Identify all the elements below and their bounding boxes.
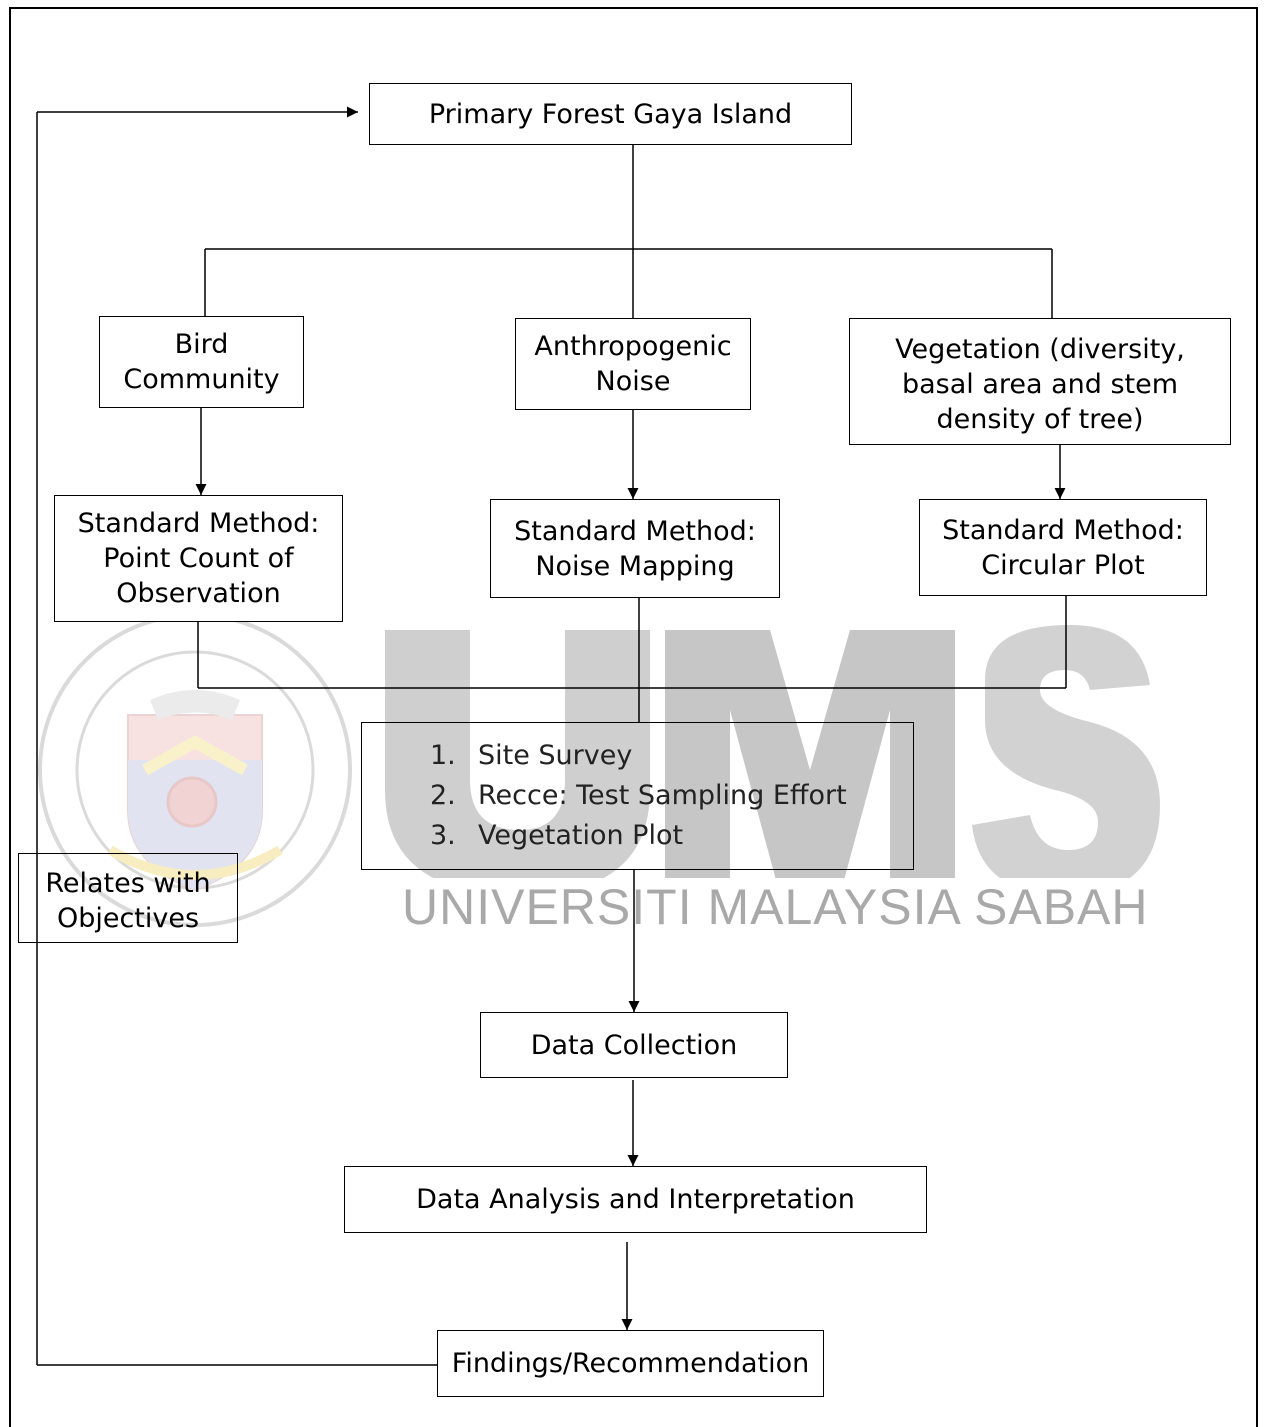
step-item: 2.Recce: Test Sampling Effort	[430, 780, 847, 811]
label-relates-objectives: Relates with Objectives	[45, 868, 211, 934]
box-method-point-count: Standard Method: Point Count of Observat…	[54, 495, 343, 622]
box-method-noise-mapping: Standard Method: Noise Mapping	[490, 499, 780, 598]
box-method-circular-plot: Standard Method: Circular Plot	[919, 499, 1207, 596]
box-data-analysis: Data Analysis and Interpretation	[344, 1166, 927, 1233]
box-data-collection: Data Collection	[480, 1012, 788, 1078]
step-item: 3.Vegetation Plot	[430, 820, 684, 851]
box-relates-objectives: Relates with Objectives	[18, 853, 238, 943]
label-bird-community: Bird Community	[123, 329, 280, 395]
label-data-analysis: Data Analysis and Interpretation	[416, 1184, 855, 1215]
label-vegetation: Vegetation (diversity, basal area and st…	[895, 334, 1185, 435]
box-anthropogenic-noise: Anthropogenic Noise	[515, 318, 751, 410]
box-steps: 1.Site Survey 2.Recce: Test Sampling Eff…	[361, 722, 914, 870]
label-method-point-count: Standard Method: Point Count of Observat…	[77, 508, 320, 609]
step-item: 1.Site Survey	[430, 740, 633, 771]
label-data-collection: Data Collection	[530, 1029, 738, 1061]
box-findings: Findings/Recommendation	[437, 1330, 824, 1397]
box-bird-community: Bird Community	[99, 316, 304, 408]
watermark-caption: UNIVERSITI MALAYSIA SABAH	[398, 878, 1153, 936]
box-vegetation: Vegetation (diversity, basal area and st…	[849, 318, 1231, 445]
label-findings: Findings/Recommendation	[451, 1348, 810, 1379]
label-method-circular-plot: Standard Method: Circular Plot	[942, 514, 1184, 581]
box-primary-forest: Primary Forest Gaya Island	[369, 83, 852, 145]
label-method-noise-mapping: Standard Method: Noise Mapping	[514, 515, 756, 582]
steps-list: 1.Site Survey 2.Recce: Test Sampling Eff…	[430, 736, 847, 856]
label-anthropogenic-noise: Anthropogenic Noise	[534, 331, 732, 397]
page-border	[9, 7, 1258, 1427]
label-primary-forest: Primary Forest Gaya Island	[428, 98, 793, 130]
